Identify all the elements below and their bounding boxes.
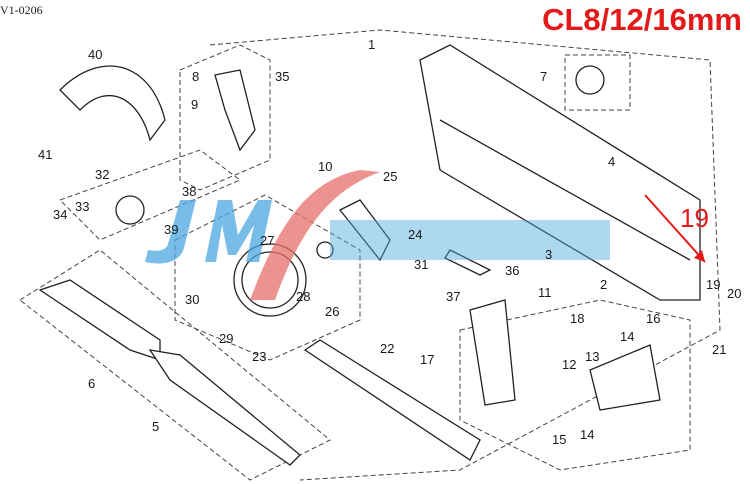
part-label: 21: [712, 342, 727, 357]
part-label: 9: [191, 97, 199, 112]
bracket-group-outline: [459, 299, 691, 471]
callout-number: 19: [680, 203, 709, 233]
part-label: 32: [95, 167, 110, 182]
part-label: 10: [318, 159, 333, 174]
part-label: 11: [538, 285, 552, 300]
part-label: 14: [620, 329, 635, 344]
part-label: 37: [446, 289, 461, 304]
watermark-m-shape: [205, 200, 272, 262]
part-label: 7: [540, 69, 548, 84]
part-label: 36: [505, 263, 520, 278]
part-label: 35: [275, 69, 290, 84]
part-label: 26: [325, 304, 340, 319]
watermark-red-swoosh: [250, 170, 380, 300]
part-label: 27: [260, 233, 275, 248]
part-label: 6: [88, 376, 96, 391]
disc-outline: [564, 54, 631, 111]
part-label: 8: [192, 69, 200, 84]
part-label: 2: [600, 277, 608, 292]
part-label: 1: [368, 37, 376, 52]
part-32-gear: [115, 195, 145, 225]
part-label: 38: [182, 184, 197, 199]
part-label: 40: [88, 47, 103, 62]
part-label: 16: [646, 311, 661, 326]
part-label: 20: [727, 286, 742, 301]
watermark-smt-text: [330, 220, 610, 260]
part-label: 34: [53, 207, 68, 222]
part-label: 5: [152, 419, 160, 434]
part-22-plate: [303, 339, 481, 461]
part-label: 13: [585, 349, 600, 364]
part-40-guide: [59, 65, 166, 142]
part-label: 22: [380, 341, 395, 356]
part-5-arm: [38, 279, 161, 361]
assembly-dashed-outlines: [19, 29, 721, 481]
part-label: 15: [552, 432, 567, 447]
part-label: 3: [545, 247, 553, 262]
gear-32-outline: [59, 149, 241, 241]
callout-arrow: [644, 194, 706, 263]
part-label: 14: [580, 427, 595, 442]
part-label: 17: [420, 352, 435, 367]
part-label: 4: [608, 154, 616, 169]
size-title: CL8/12/16mm: [542, 2, 742, 37]
part-label: 33: [75, 199, 90, 214]
part-label: 19: [706, 277, 721, 292]
part-8-lever: [214, 69, 256, 152]
part-12-bracket: [469, 299, 516, 406]
arm-group-outline: [19, 249, 331, 481]
part-1-frame: [419, 44, 701, 301]
part-label: 24: [408, 227, 423, 242]
part-label: 31: [414, 257, 429, 272]
part-36-plate: [444, 249, 492, 276]
watermark: [145, 170, 610, 300]
part-label: 39: [164, 222, 179, 237]
part-label: 25: [383, 169, 398, 184]
part-label: 28: [296, 289, 311, 304]
part-label: 30: [185, 292, 200, 307]
part-label: 18: [570, 311, 585, 326]
part-label: 29: [219, 331, 234, 346]
callout-arrowhead: [694, 250, 705, 262]
diagram-code: V1-0206: [0, 3, 43, 17]
watermark-j-shape: [145, 200, 196, 264]
part-label: 12: [562, 357, 577, 372]
lever-group-outline: [179, 44, 271, 191]
part-24-lever: [338, 199, 391, 262]
part-label: 41: [38, 147, 53, 162]
part-7-disc: [575, 65, 605, 95]
part-label: 23: [252, 349, 267, 364]
part-13-bracket: [589, 344, 661, 411]
gear-group-outline: [174, 194, 361, 361]
